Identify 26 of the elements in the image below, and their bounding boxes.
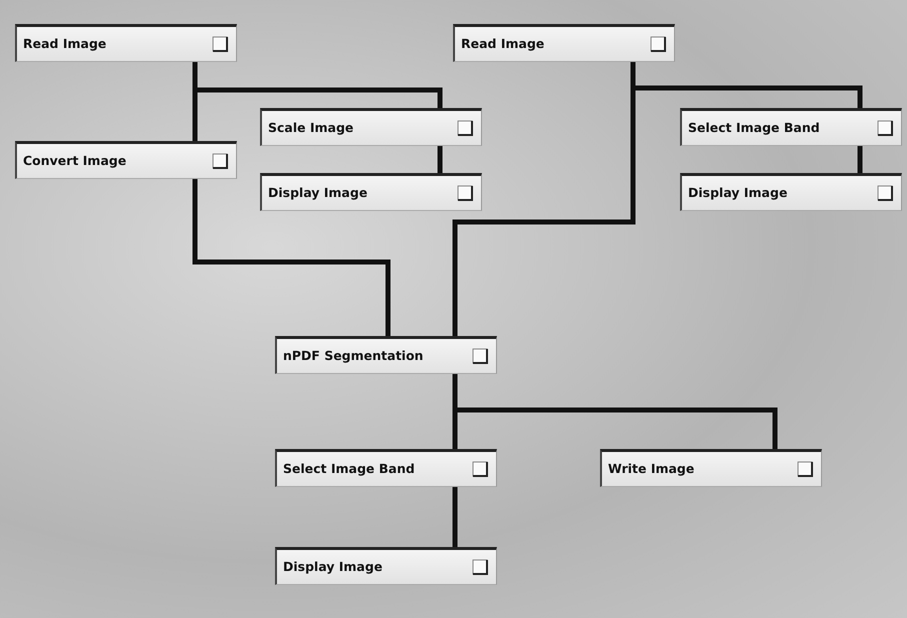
module-box xyxy=(260,173,482,211)
module-name: nPDF Segmentation xyxy=(283,348,424,363)
module-name: Select Image Band xyxy=(283,461,415,476)
module-box xyxy=(275,547,497,585)
module-name: Display Image xyxy=(688,185,788,200)
module-name: Scale Image xyxy=(268,120,354,135)
connector-line xyxy=(438,146,442,173)
connector-line xyxy=(452,487,458,547)
module-box xyxy=(15,24,237,62)
module-name: Convert Image xyxy=(23,153,126,168)
module-name: Read Image xyxy=(461,36,544,51)
module-box xyxy=(275,336,497,374)
module-name: Read Image xyxy=(23,36,106,51)
module-name: Select Image Band xyxy=(688,120,820,135)
module-box xyxy=(260,108,482,146)
connector-line xyxy=(192,179,390,336)
module-box xyxy=(680,173,902,211)
module-box xyxy=(275,449,497,487)
connector-line xyxy=(858,146,862,173)
module-box xyxy=(600,449,822,487)
module-name: Write Image xyxy=(608,461,694,476)
module-name: Display Image xyxy=(283,559,382,574)
module-box xyxy=(15,141,237,179)
module-box xyxy=(680,108,902,146)
module-name: Display Image xyxy=(268,185,368,200)
module-box xyxy=(453,24,675,62)
